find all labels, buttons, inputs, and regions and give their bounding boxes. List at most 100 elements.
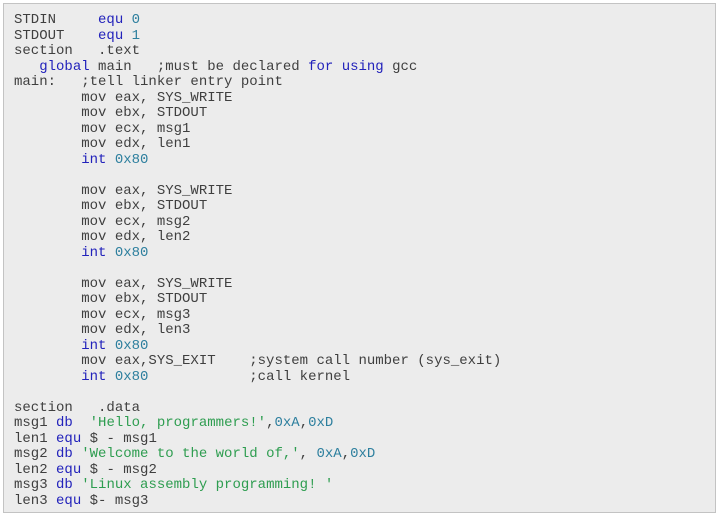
code-token-string: 'Hello, programmers!' bbox=[89, 415, 267, 431]
code-line: msg2 db 'Welcome to the world of,', 0xA,… bbox=[14, 446, 705, 463]
code-line: msg1 db 'Hello, programmers!',0xA,0xD bbox=[14, 415, 705, 432]
code-line: section .text bbox=[14, 43, 705, 60]
code-token-default: msg2 bbox=[14, 446, 57, 462]
code-line: int 0x80 bbox=[14, 337, 705, 355]
code-token-number: 0xD bbox=[350, 446, 376, 462]
code-token-default: mov ecx, msg1 bbox=[14, 120, 191, 137]
code-token-default bbox=[14, 369, 81, 385]
code-token-default bbox=[106, 369, 114, 385]
code-token-keyword: db bbox=[56, 477, 73, 493]
code-token-default bbox=[333, 59, 341, 75]
code-token-keyword: int bbox=[81, 151, 107, 168]
code-token-default: STDIN bbox=[14, 12, 99, 28]
code-token-default: $ - msg2 bbox=[81, 461, 157, 478]
code-line: main: ;tell linker entry point bbox=[14, 74, 705, 91]
code-token-default bbox=[14, 59, 39, 75]
code-line: mov eax, SYS_WRITE bbox=[14, 182, 705, 200]
code-token-default: mov edx, len1 bbox=[14, 136, 191, 152]
code-token-keyword: equ bbox=[98, 12, 124, 28]
code-token-default: len2 bbox=[14, 461, 57, 478]
code-line: int 0x80 ;call kernel bbox=[14, 368, 705, 386]
code-line: mov edx, len2 bbox=[14, 229, 705, 246]
code-token-keyword: int bbox=[81, 244, 107, 261]
code-token-default: mov ebx, STDOUT bbox=[14, 105, 208, 121]
code-token-default: mov ebx, STDOUT bbox=[14, 291, 208, 307]
code-line: mov ebx, STDOUT bbox=[14, 291, 705, 308]
code-token-default: $- msg3 bbox=[81, 492, 149, 509]
code-token-keyword: for bbox=[308, 58, 334, 75]
code-line: mov edx, len1 bbox=[14, 136, 705, 153]
code-token-default: mov ecx, msg2 bbox=[14, 213, 191, 230]
code-token-string: 'Linux assembly programming! ' bbox=[81, 477, 334, 493]
code-token-default bbox=[14, 245, 81, 261]
code-line: STDOUT equ 1 bbox=[14, 27, 705, 45]
code-token-keyword: equ bbox=[98, 27, 124, 44]
code-token-default: mov ecx, msg3 bbox=[14, 306, 191, 323]
code-line: mov ecx, msg3 bbox=[14, 306, 705, 324]
code-token-default: , bbox=[299, 415, 309, 431]
code-line: mov ecx, msg2 bbox=[14, 213, 705, 231]
code-line: mov ecx, msg1 bbox=[14, 120, 705, 138]
code-token-default: msg1 bbox=[14, 415, 57, 431]
code-line: len2 equ $ - msg2 bbox=[14, 461, 705, 479]
code-token-default: mov edx, len3 bbox=[14, 322, 191, 338]
code-token-default bbox=[14, 152, 81, 168]
code-token-keyword: db bbox=[56, 415, 73, 431]
code-token-number: 0x80 bbox=[114, 368, 149, 385]
code-line: len1 equ $ - msg1 bbox=[14, 430, 705, 448]
code-token-default: len3 bbox=[14, 492, 57, 509]
code-line: mov ebx, STDOUT bbox=[14, 198, 705, 215]
code-token-default bbox=[14, 338, 81, 354]
code-token-default: , bbox=[299, 446, 317, 462]
code-token-default: len1 bbox=[14, 430, 57, 447]
code-token-keyword: db bbox=[56, 446, 73, 462]
code-line bbox=[14, 385, 705, 401]
code-token-default bbox=[73, 415, 90, 431]
code-token-string: 'Welcome to the world of,' bbox=[81, 446, 300, 462]
code-token-default: mov eax, SYS_WRITE bbox=[14, 275, 233, 292]
code-token-keyword: equ bbox=[56, 461, 82, 478]
code-token-default: ;call kernel bbox=[148, 368, 351, 385]
code-token-default: , bbox=[341, 446, 351, 462]
code-token-number: 0 bbox=[131, 12, 141, 28]
code-token-keyword: equ bbox=[56, 492, 82, 509]
code-token-keyword: using bbox=[341, 58, 384, 75]
code-token-number: 0xA bbox=[316, 446, 342, 462]
code-token-default bbox=[123, 12, 131, 28]
code-token-default bbox=[106, 245, 114, 261]
code-line: int 0x80 bbox=[14, 151, 705, 169]
code-line: STDIN equ 0 bbox=[14, 12, 705, 29]
code-line: int 0x80 bbox=[14, 244, 705, 262]
code-token-default bbox=[106, 338, 114, 354]
code-token-default: gcc bbox=[383, 58, 418, 75]
code-token-default: main: ;tell linker entry point bbox=[14, 74, 283, 90]
code-token-default: mov eax, SYS_WRITE bbox=[14, 182, 233, 199]
code-line: global main ;must be declared for using … bbox=[14, 58, 705, 76]
code-line: mov edx, len3 bbox=[14, 322, 705, 339]
code-line: mov eax,SYS_EXIT ;system call number (sy… bbox=[14, 353, 705, 370]
code-token-keyword: equ bbox=[56, 430, 82, 447]
code-token-number: 0x80 bbox=[114, 244, 149, 261]
code-token-default: STDOUT bbox=[14, 27, 99, 44]
code-line: mov ebx, STDOUT bbox=[14, 105, 705, 122]
code-token-default: mov ebx, STDOUT bbox=[14, 198, 208, 214]
code-line: len3 equ $- msg3 bbox=[14, 492, 705, 510]
code-token-default: , bbox=[266, 415, 275, 431]
code-token-keyword: int bbox=[81, 337, 107, 354]
code-line bbox=[14, 261, 705, 277]
code-token-keyword: int bbox=[81, 368, 107, 385]
code-token-default: $ - msg1 bbox=[81, 430, 157, 447]
code-token-default bbox=[73, 477, 81, 493]
code-token-default bbox=[106, 152, 114, 168]
code-token-default bbox=[73, 446, 81, 462]
code-token-number: 0x80 bbox=[114, 151, 149, 168]
code-line: mov eax, SYS_WRITE bbox=[14, 275, 705, 293]
code-token-number: 0xD bbox=[308, 415, 334, 431]
code-line: msg3 db 'Linux assembly programming! ' bbox=[14, 477, 705, 494]
code-token-keyword: global bbox=[39, 58, 90, 75]
code-token-default: section .text bbox=[14, 43, 141, 59]
code-token-default bbox=[123, 28, 131, 44]
code-line: section .data bbox=[14, 400, 705, 417]
code-token-number: 0xA bbox=[274, 415, 300, 431]
code-token-default: mov eax, SYS_WRITE bbox=[14, 89, 233, 106]
